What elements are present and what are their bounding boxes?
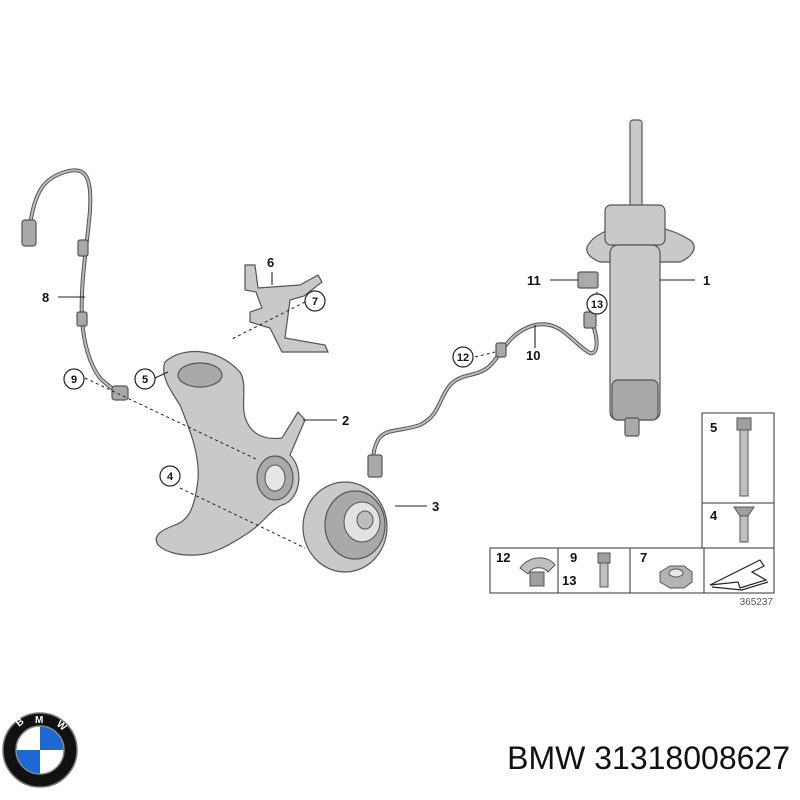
label-1: 1: [703, 273, 710, 288]
label-12: 12: [457, 352, 469, 364]
fastener-legend: 5 4 12 9 13 7: [489, 412, 775, 608]
direction-arrow-icon: [709, 559, 769, 591]
label-10: 10: [526, 348, 540, 363]
diagram-reference-number: 365237: [740, 597, 774, 608]
label-7: 7: [312, 296, 318, 308]
legend-label-13: 13: [562, 573, 576, 588]
label-2: 2: [342, 413, 349, 428]
label-11: 11: [527, 273, 541, 288]
clip-icon: [519, 557, 556, 587]
label-9: 9: [71, 374, 77, 386]
leader-lines: [58, 272, 695, 549]
legend-label-7: 7: [640, 550, 647, 565]
label-8: 8: [42, 290, 49, 305]
label-13: 13: [591, 299, 603, 311]
callout-9-circle: [63, 368, 85, 390]
steering-knuckle: [155, 351, 306, 556]
callout-12-circle: [452, 346, 474, 368]
svg-text:M: M: [35, 715, 43, 726]
part-number-caption: BMW 31318008627: [507, 740, 790, 776]
callout-5-circle: [134, 368, 156, 390]
label-4: 4: [167, 471, 174, 483]
legend-label-12: 12: [496, 550, 510, 565]
brake-wear-sensor-cable: [367, 311, 599, 478]
callout-13-circle: [586, 293, 608, 315]
wheel-hub: [302, 481, 388, 573]
countersunk-bolt-icon: [733, 506, 755, 543]
hex-bolt-icon: [736, 417, 752, 497]
callout-7-circle: [304, 290, 326, 312]
label-5: 5: [142, 374, 148, 386]
bmw-logo: B M W: [2, 712, 78, 788]
legend-label-9: 9: [570, 550, 577, 565]
callout-4-circle: [159, 465, 181, 487]
wheel-speed-sensor-cable: [21, 168, 129, 401]
label-3: 3: [432, 499, 439, 514]
shock-absorber-strut: [577, 119, 695, 437]
legend-label-4: 4: [710, 508, 718, 523]
bracket-part: [244, 264, 329, 353]
hex-nut-icon: [659, 565, 693, 589]
screw-icon: [597, 552, 611, 588]
legend-label-5: 5: [710, 420, 717, 435]
label-6: 6: [267, 255, 274, 270]
